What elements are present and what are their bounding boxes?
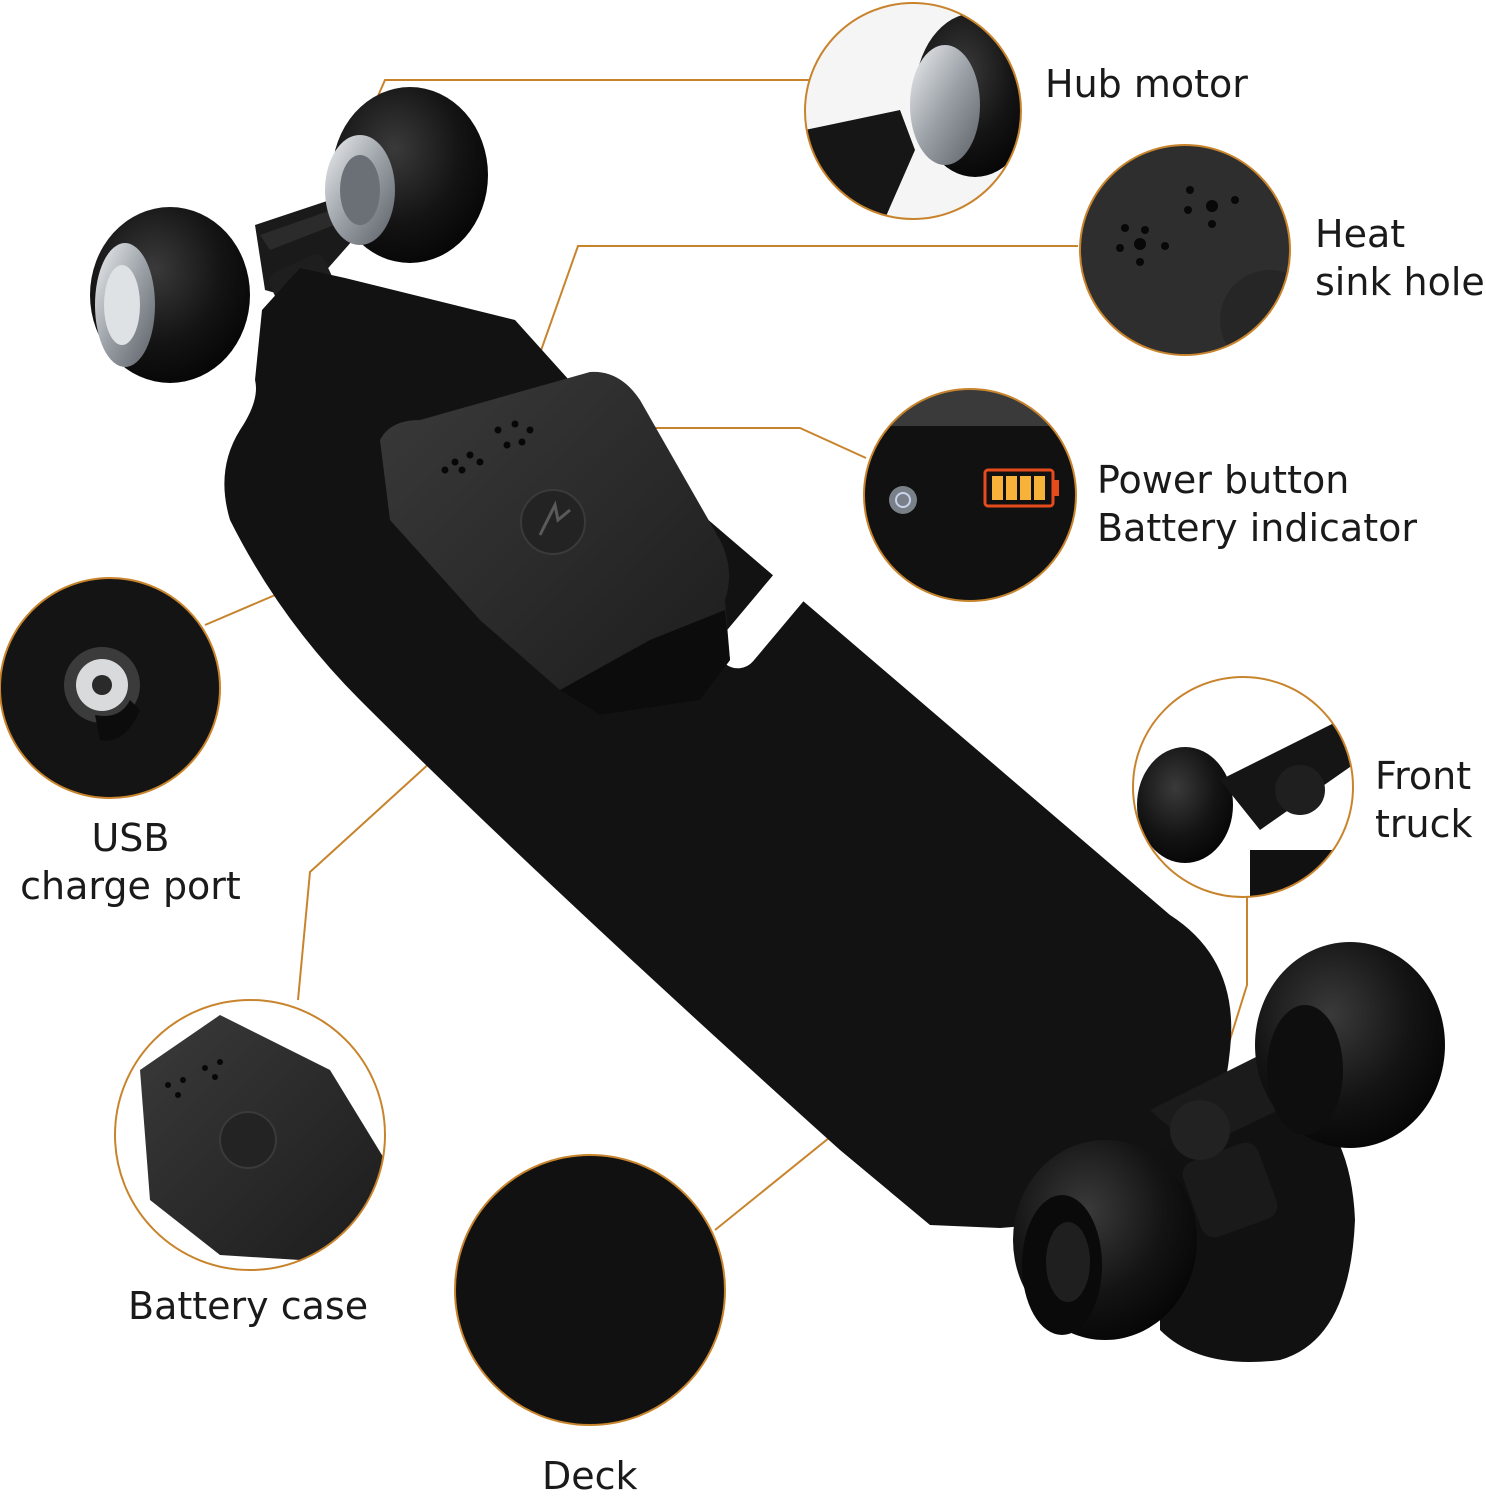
- label-battery-case: Battery case: [128, 1284, 369, 1328]
- label-front-truck: Front truck: [1375, 754, 1473, 846]
- callout-hub-motor: [804, 2, 1022, 220]
- deck-handle-slot: [717, 498, 868, 669]
- label-hub-motor: Hub motor: [1045, 62, 1248, 106]
- label-deck: Deck: [542, 1454, 638, 1498]
- callout-deck: [454, 1154, 726, 1426]
- front-wheel-right: [1255, 942, 1445, 1148]
- callout-heat-sink: [1079, 144, 1291, 356]
- rear-wheel-left: [90, 207, 250, 383]
- brand-logo-icon: [520, 489, 586, 555]
- power-icon: [889, 486, 917, 514]
- callout-battery-case: [114, 999, 386, 1271]
- leader-power: [594, 427, 867, 459]
- front-wheel-left: [1013, 1140, 1197, 1340]
- label-usb-port: USB charge port: [20, 816, 241, 908]
- label-heat-sink-hole: Heat sink hole: [1315, 212, 1485, 304]
- battery-case-body: [380, 371, 730, 715]
- label-power-button: Power button Battery indicator: [1097, 458, 1417, 550]
- rear-wheel-right: [325, 87, 488, 263]
- callout-power: [863, 388, 1077, 602]
- battery-level-icon: [983, 468, 1059, 508]
- callout-front-truck: [1132, 676, 1354, 898]
- callout-usb-port: [0, 577, 221, 799]
